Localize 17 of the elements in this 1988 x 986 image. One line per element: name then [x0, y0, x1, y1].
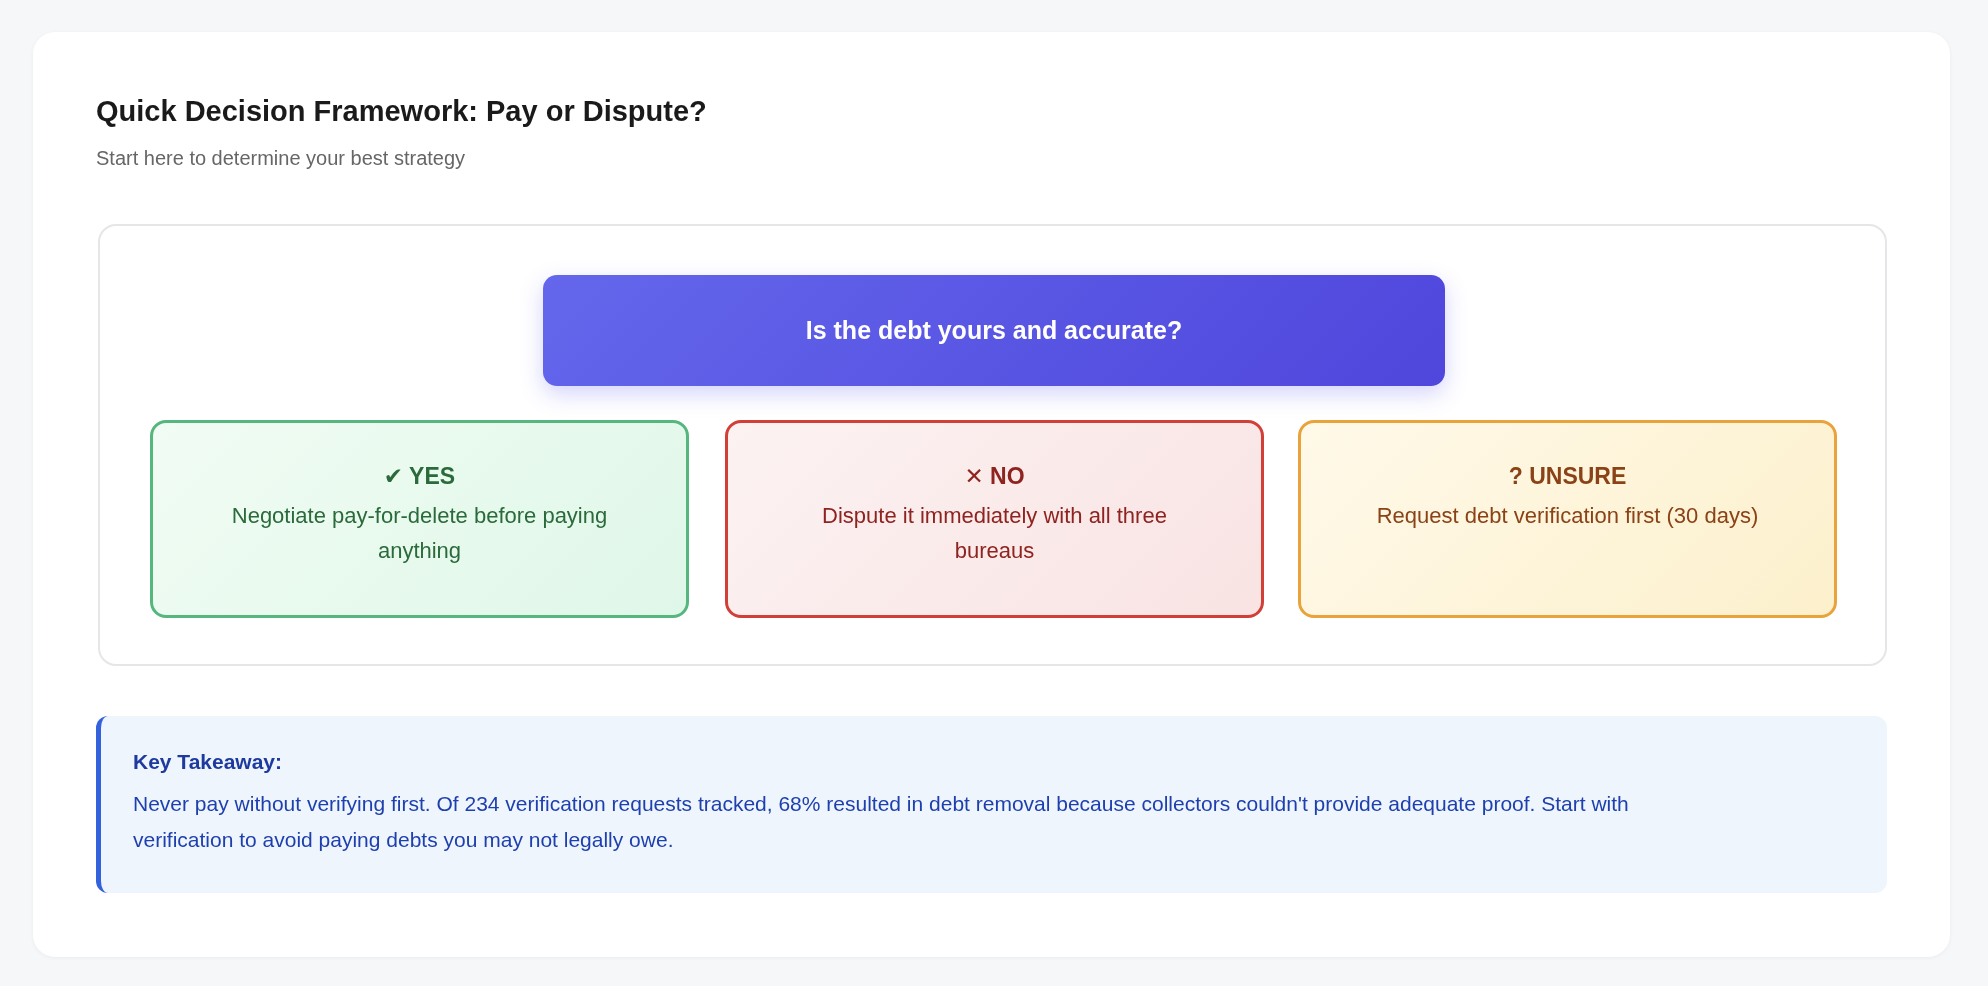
takeaway-heading: Key Takeaway:	[133, 750, 284, 774]
answer-card	[725, 420, 1264, 618]
title: Quick Decision Framework: Pay or Dispute?	[96, 95, 707, 128]
answer-text: Dispute it immediately with all three bureaus	[821, 502, 1168, 565]
question-text: Is the debt yours and accurate?	[805, 316, 1183, 345]
answer-card	[1298, 420, 1837, 618]
takeaway-panel	[96, 716, 1887, 893]
answer-heading: ? UNSURE	[1507, 463, 1628, 490]
answer-card	[150, 420, 689, 618]
answer-text: Request debt verification first (30 days)	[1375, 502, 1760, 530]
framework-panel	[98, 224, 1887, 666]
answer-heading: ✔ YES	[382, 463, 457, 490]
answer-text: Negotiate pay-for-delete before paying anything	[230, 502, 609, 565]
question-panel	[543, 275, 1445, 386]
takeaway-text: Never pay without verifying first. Of 234 verification requests tracked, 68% resulted in debt removal because collectors couldn't provide adequate proof. Start with verification to avoid paying debts you may not legally owe.	[133, 791, 1630, 853]
answer-heading: ✕ NO	[963, 463, 1026, 490]
subtitle: Start here to determine your best strategy	[96, 147, 466, 170]
